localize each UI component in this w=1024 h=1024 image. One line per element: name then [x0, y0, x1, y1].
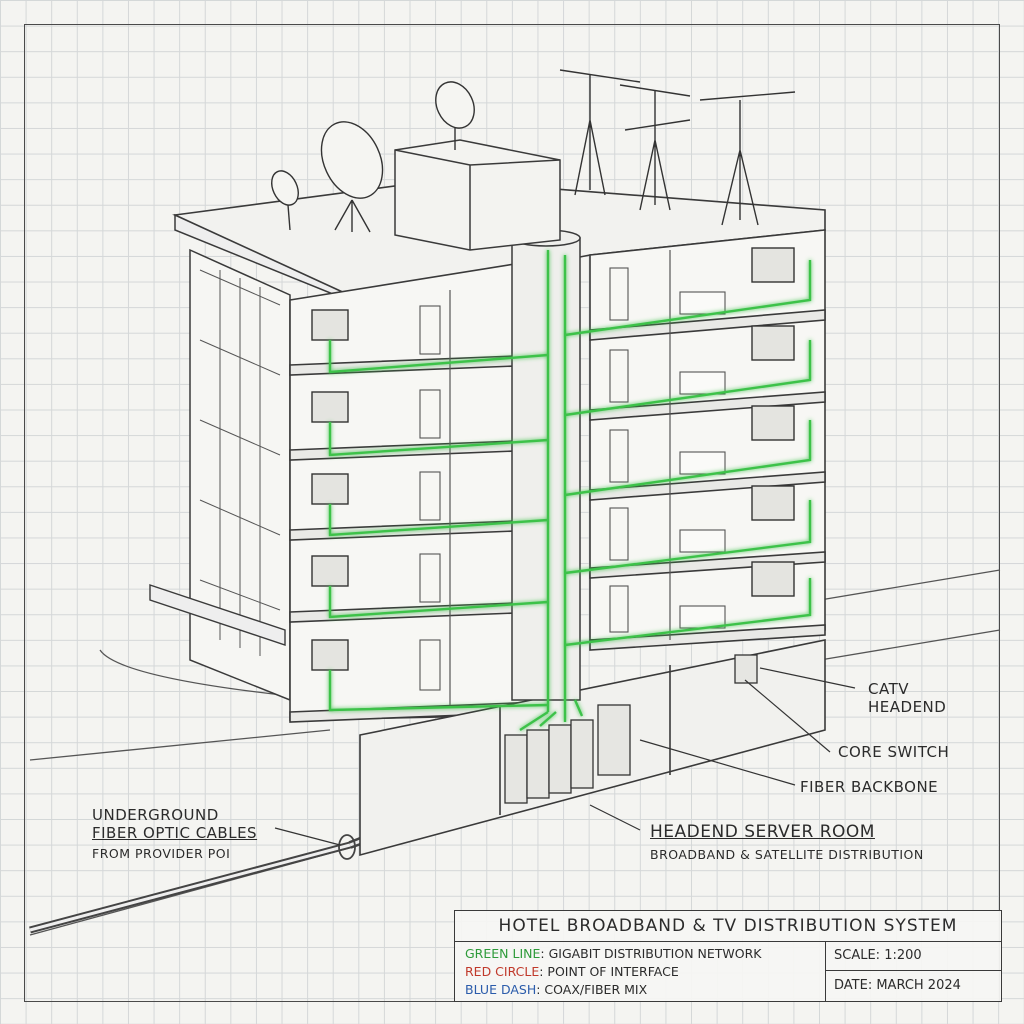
underground-fiber-label: UNDERGROUND FIBER OPTIC CABLES FROM PROV…	[92, 806, 257, 861]
catv-headend-label: CATV HEADEND	[868, 680, 946, 716]
catv-label-line2: HEADEND	[868, 698, 947, 716]
legend-key-red: RED CIRCLE	[465, 964, 540, 979]
server-racks	[504, 654, 758, 804]
entrance-canopy	[149, 584, 286, 646]
title-block: HOTEL BROADBAND & TV DISTRIBUTION SYSTEM…	[454, 910, 1002, 1002]
fiber-backbone-label: FIBER BACKBONE	[800, 778, 939, 796]
headend-server-room-subtitle: BROADBAND & SATELLITE DISTRIBUTION	[650, 847, 924, 862]
legend-item-green: GREEN LINE: GIGABIT DISTRIBUTION NETWORK	[465, 945, 825, 963]
legend: GREEN LINE: GIGABIT DISTRIBUTION NETWORK…	[465, 945, 825, 999]
gigabit-distribution-network	[328, 250, 812, 732]
tv-antennas	[559, 69, 796, 226]
floor-slabs-right	[589, 309, 826, 651]
legend-key-blue: BLUE DASH	[465, 982, 537, 997]
riser-shaft	[511, 229, 581, 701]
left-windows	[199, 269, 281, 656]
underground-label-line1: UNDERGROUND	[92, 806, 219, 824]
date-value: DATE: MARCH 2024	[834, 978, 961, 993]
rooftop-equipment-box	[394, 139, 561, 251]
headend-server-room-title: HEADEND SERVER ROOM	[650, 822, 875, 842]
title-block-meta: SCALE: 1:200 DATE: MARCH 2024	[825, 941, 1002, 1001]
room-tvs	[311, 247, 795, 671]
legend-item-red: RED CIRCLE: POINT OF INTERFACE	[465, 963, 825, 981]
legend-key-green: GREEN LINE	[465, 946, 541, 961]
legend-text-blue: : COAX/FIBER MIX	[536, 982, 648, 997]
underground-label-line2: FIBER OPTIC CABLES	[92, 824, 258, 842]
scale-value: SCALE: 1:200	[826, 941, 1002, 971]
satellite-dishes	[271, 81, 475, 233]
room-beds	[679, 291, 726, 629]
drawing-title: HOTEL BROADBAND & TV DISTRIBUTION SYSTEM	[455, 911, 1001, 942]
room-walls	[449, 250, 671, 705]
underground-label-line3: FROM PROVIDER POI	[92, 846, 231, 861]
callout-leaders	[274, 667, 856, 846]
core-switch-label: CORE SWITCH	[838, 743, 950, 761]
catv-label-line1: CATV	[868, 680, 909, 698]
legend-item-blue: BLUE DASH: COAX/FIBER MIX	[465, 981, 825, 999]
room-doors	[419, 267, 629, 691]
legend-text-red: : POINT OF INTERFACE	[539, 964, 679, 979]
legend-text-green: : GIGABIT DISTRIBUTION NETWORK	[540, 946, 762, 961]
